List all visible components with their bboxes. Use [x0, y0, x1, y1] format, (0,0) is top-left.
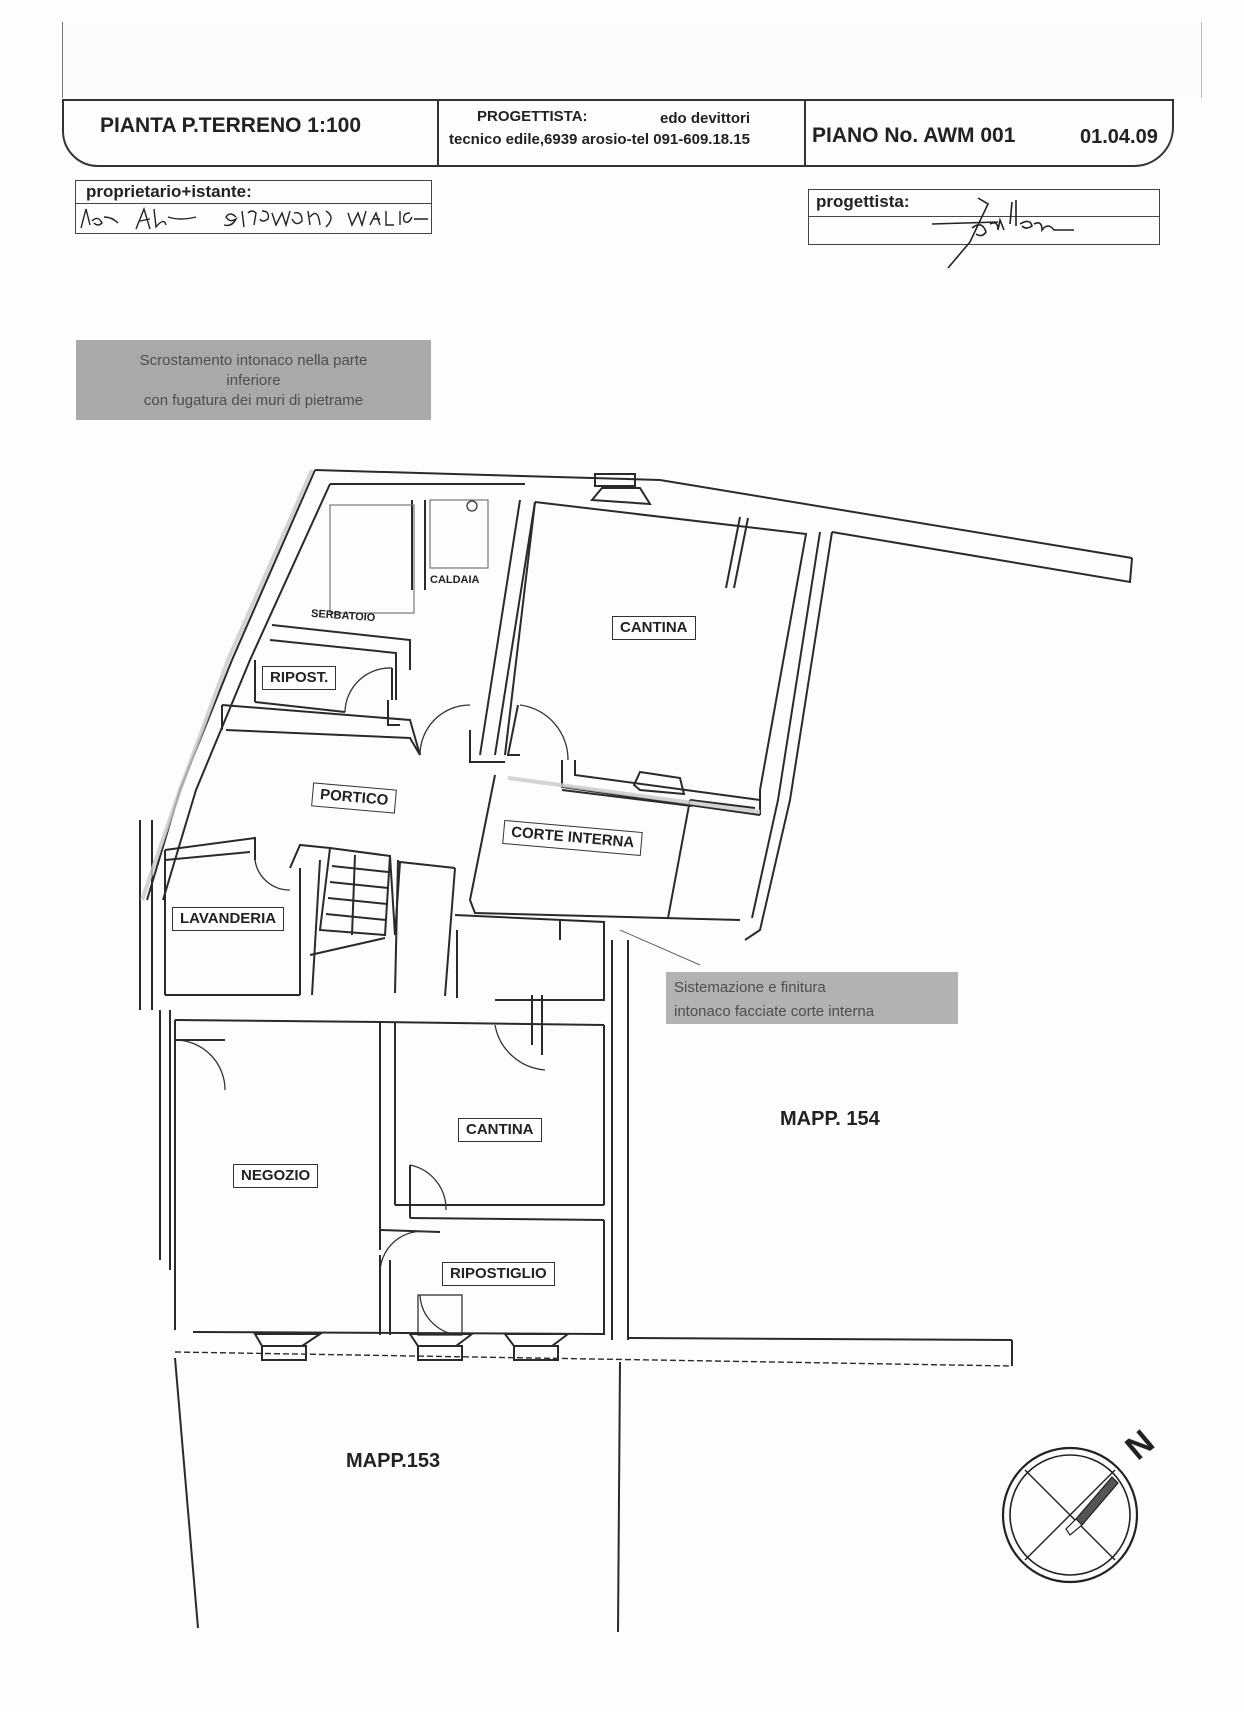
designer-label: PROGETTISTA: [477, 108, 588, 125]
designer-details: tecnico edile,6939 arosio-tel 091-609.18… [449, 131, 751, 148]
plan-date: 01.04.09 [1080, 126, 1158, 148]
note-line: intonaco facciate corte interna [674, 1003, 875, 1020]
designer-name: edo devittori [660, 110, 751, 127]
parcel-label-154: MAPP. 154 [780, 1108, 880, 1130]
room-label-caldaia: CALDAIA [430, 574, 480, 586]
note-plaster-removal: Scrostamento intonaco nella parte inferi… [76, 340, 431, 420]
plan-number: PIANO No. AWM 001 [812, 124, 1016, 147]
owner-signature-icon [80, 206, 428, 230]
title-block-divider [437, 99, 439, 167]
note-court-finishing: Sistemazione e finitura intonaco facciat… [666, 972, 958, 1024]
parcel-label-153: MAPP.153 [346, 1450, 441, 1472]
designer-box [808, 189, 1160, 245]
owner-label: proprietario+istante: [86, 182, 252, 201]
note-line: inferiore [226, 372, 281, 389]
note-line: Sistemazione e finitura [674, 979, 826, 996]
north-arrow-icon [1001, 1446, 1139, 1584]
room-label-cantina-top: CANTINA [612, 616, 696, 640]
owner-box [75, 180, 432, 234]
room-label-ripostiglio: RIPOSTIGLIO [442, 1262, 555, 1286]
note-line: Scrostamento intonaco nella parte [139, 352, 368, 369]
room-label-lavanderia: LAVANDERIA [172, 907, 285, 931]
plan-title: PIANTA P.TERRENO 1:100 [100, 114, 362, 137]
title-block [62, 99, 1174, 167]
title-block-divider [804, 99, 806, 167]
note-line: con fugatura dei muri di pietrame [143, 392, 364, 409]
room-label-ripost: RIPOST. [262, 666, 337, 690]
designer-box-label: progettista: [816, 192, 910, 211]
room-label-negozio: NEGOZIO [233, 1164, 319, 1188]
designer-signature-icon [931, 197, 1074, 269]
room-label-cantina-bottom: CANTINA [458, 1118, 542, 1142]
header-strip [62, 22, 1202, 98]
